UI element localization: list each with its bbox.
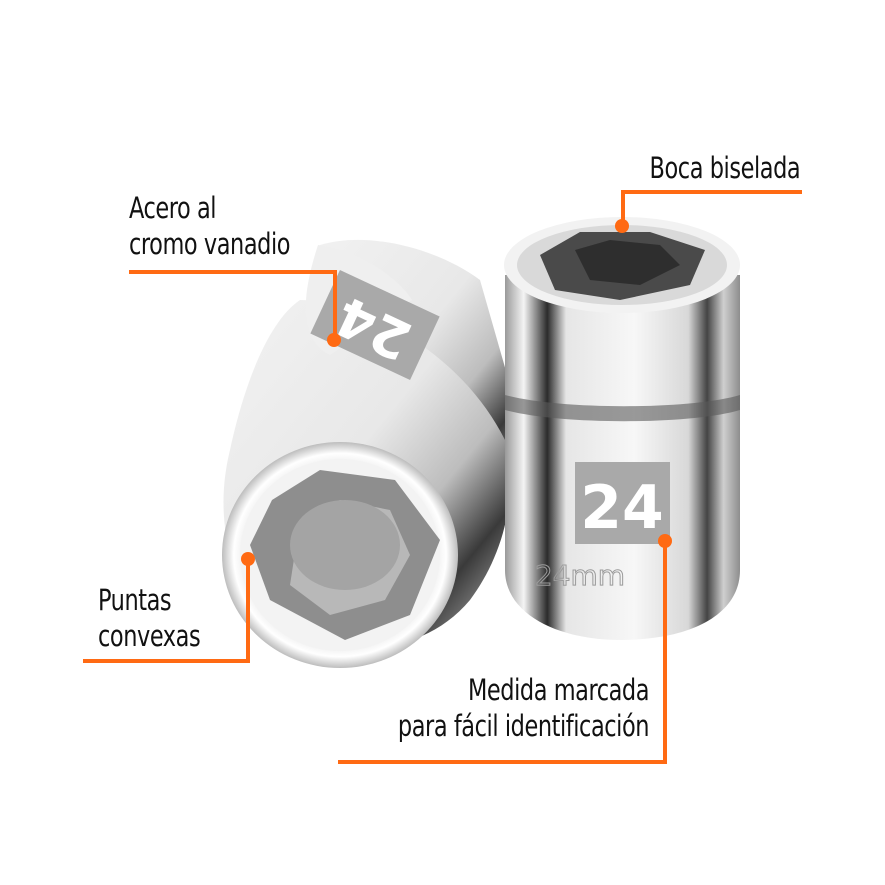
callout-material: Acero al cromo vanadio (129, 190, 290, 262)
callout-dot-bevel (615, 219, 629, 233)
callout-dot-size (658, 534, 672, 548)
left-socket: 24 (222, 239, 520, 668)
callout-material-line1: Acero al (129, 191, 217, 225)
callout-dot-tips (241, 552, 255, 566)
right-socket: 24 24mm (504, 217, 740, 640)
callout-size: Medida marcada para fácil identificación (397, 672, 650, 744)
callout-tips: Puntas convexas (98, 582, 201, 654)
callout-size-line1: Medida marcada (467, 673, 650, 707)
callout-tips-line1: Puntas (98, 583, 172, 617)
callout-bevel-line1: Boca biselada (649, 151, 800, 185)
callout-lines (83, 190, 802, 764)
callout-tips-line2: convexas (98, 619, 201, 653)
callout-material-line2: cromo vanadio (129, 227, 291, 261)
size-engraving: 24mm (535, 559, 625, 592)
callout-size-line2: para fácil identificación (397, 709, 650, 743)
size-badge: 24 (580, 473, 664, 543)
callout-bevel: Boca biselada (649, 150, 800, 186)
callout-dot-material (327, 333, 341, 347)
